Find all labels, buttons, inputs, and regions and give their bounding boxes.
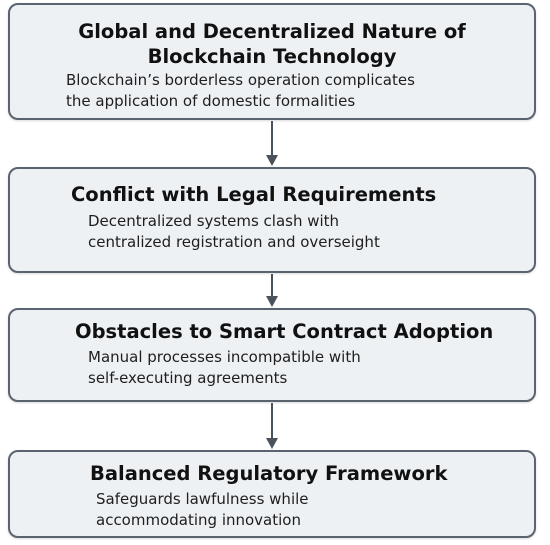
step-desc-line: Blockchain’s borderless operation compli… [66,71,415,89]
step-title: Conflict with Legal Requirements [10,169,534,207]
arrow-connector-3 [266,403,278,449]
step-description: Decentralized systems clash with central… [10,207,534,253]
step-desc-line: Manual processes incompatible with [88,348,361,366]
step-title-line: Global and Decentralized Nature of [78,20,466,43]
step-title: Global and Decentralized Nature of Block… [10,5,534,69]
arrow-connector-1 [266,121,278,166]
step-title: Obstacles to Smart Contract Adoption [10,310,534,344]
arrow-head-icon [266,438,278,449]
step-desc-line: self-executing agreements [88,369,288,387]
step-title-line: Balanced Regulatory Framework [90,462,448,485]
arrow-head-icon [266,155,278,166]
arrow-head-icon [266,296,278,307]
step-desc-line: Safeguards lawfulness while [96,490,309,508]
step-title-line: Obstacles to Smart Contract Adoption [75,320,494,343]
step-title-line: Blockchain Technology [147,45,397,68]
step-box-legal-conflict: Conflict with Legal Requirements Decentr… [8,167,536,273]
step-description: Safeguards lawfulness while accommodatin… [10,486,534,531]
step-description: Blockchain’s borderless operation compli… [10,69,534,112]
step-desc-line: accommodating innovation [96,511,301,529]
step-box-global-decentralized: Global and Decentralized Nature of Block… [8,3,536,120]
arrow-connector-2 [266,274,278,307]
step-desc-line: Decentralized systems clash with [88,212,340,230]
step-title: Balanced Regulatory Framework [10,452,534,486]
step-box-smart-contract: Obstacles to Smart Contract Adoption Man… [8,308,536,402]
step-desc-line: centralized registration and overseight [88,233,380,251]
step-title-line: Conflict with Legal Requirements [71,183,437,206]
step-description: Manual processes incompatible with self-… [10,344,534,389]
step-box-regulatory-framework: Balanced Regulatory Framework Safeguards… [8,450,536,538]
step-desc-line: the application of domestic formalities [66,92,356,110]
